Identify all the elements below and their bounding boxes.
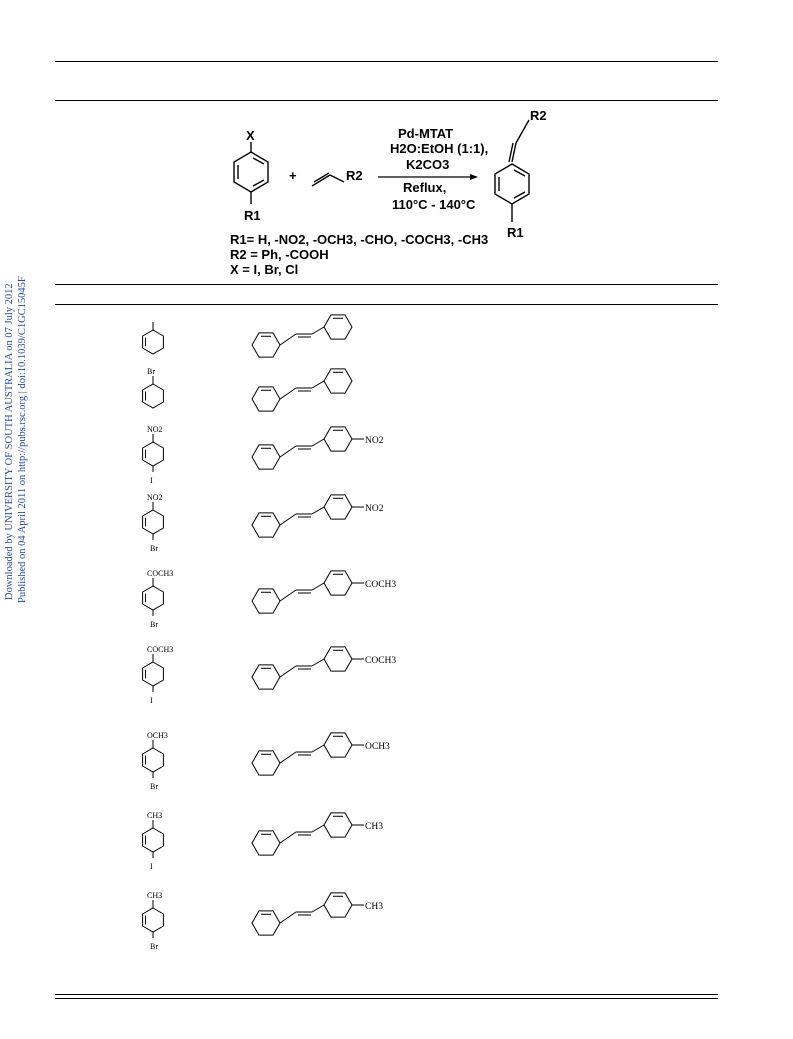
product-structure: OCH3 [251,732,390,776]
product-substituent-label: OCH3 [365,742,390,752]
substrate-top-label: Br [147,367,155,376]
product-substituent-label: CH3 [365,902,383,912]
substrate-bottom-label: Br [150,782,158,791]
condition-base: K2CO3 [406,157,449,172]
substrate-top-label: COCH3 [147,569,173,578]
definition-r2: R2 = Ph, -COOH [230,247,329,262]
aryl-halide-structure [233,142,269,204]
substrate-structure: Br [142,367,164,409]
product-structure [251,368,353,412]
product-structure [251,314,353,358]
substrate-top-label: CH3 [147,891,162,900]
substrate-bottom-label: Br [150,544,158,553]
product-substituent-label: COCH3 [365,580,396,590]
condition-solvent: H2O:EtOH (1:1), [390,141,488,156]
substrate-top-label: NO2 [147,425,163,434]
plus-sign: + [289,168,297,183]
condition-temperature: 110°C - 140°C [392,197,476,212]
substrate-top-label: OCH3 [147,731,168,740]
substrate-bottom-label: Br [150,942,158,951]
substrate-bottom-label: I [150,862,153,871]
reactant-x-label: X [246,128,255,143]
substrate-top-label: COCH3 [147,645,173,654]
reaction-scheme: X R1 + R2 Pd-MTAT H2O:EtOH (1:1), K2CO3 … [230,108,547,277]
condition-reflux: Reflux, [403,180,446,195]
definition-x: X = I, Br, Cl [230,262,298,277]
product-structure: COCH3 [251,646,396,690]
product-substituent-label: COCH3 [365,656,396,666]
product-substituent-label: NO2 [365,436,384,446]
product-substituent-label: CH3 [365,822,383,832]
scheme-bottom-rule [55,284,718,285]
product-structure: CH3 [251,892,383,936]
product-structure: COCH3 [251,570,396,614]
product-structure: NO2 [251,426,384,470]
table-row [142,314,353,358]
product-substituent-label: NO2 [365,504,384,514]
substrate-top-label: CH3 [147,811,162,820]
alkene-r2-label: R2 [346,168,363,183]
header-rule [55,100,718,101]
table-top-rule [55,61,718,62]
condition-catalyst: Pd-MTAT [398,126,453,141]
definition-r1: R1= H, -NO2, -OCH3, -CHO, -COCH3, -CH3 [230,232,488,247]
product-structure [494,119,530,222]
substrate-top-label: NO2 [147,493,163,502]
reaction-arrowhead [470,174,478,180]
product-structure: NO2 [251,494,384,538]
reactant-r1-label: R1 [244,208,261,223]
substrate-bottom-label: Br [150,620,158,629]
substrate-structure [142,322,164,355]
column-header-rule [55,304,718,305]
table-bottom-rule-2 [55,998,718,999]
product-structure: CH3 [251,812,383,856]
table-bottom-rule-1 [55,994,718,995]
product-r2-label: R2 [530,108,547,123]
table-row: Br [142,367,353,412]
product-r1-label: R1 [507,225,524,240]
substrate-bottom-label: I [150,476,153,485]
alkene-structure [311,172,345,187]
substrate-bottom-label: I [150,696,153,705]
